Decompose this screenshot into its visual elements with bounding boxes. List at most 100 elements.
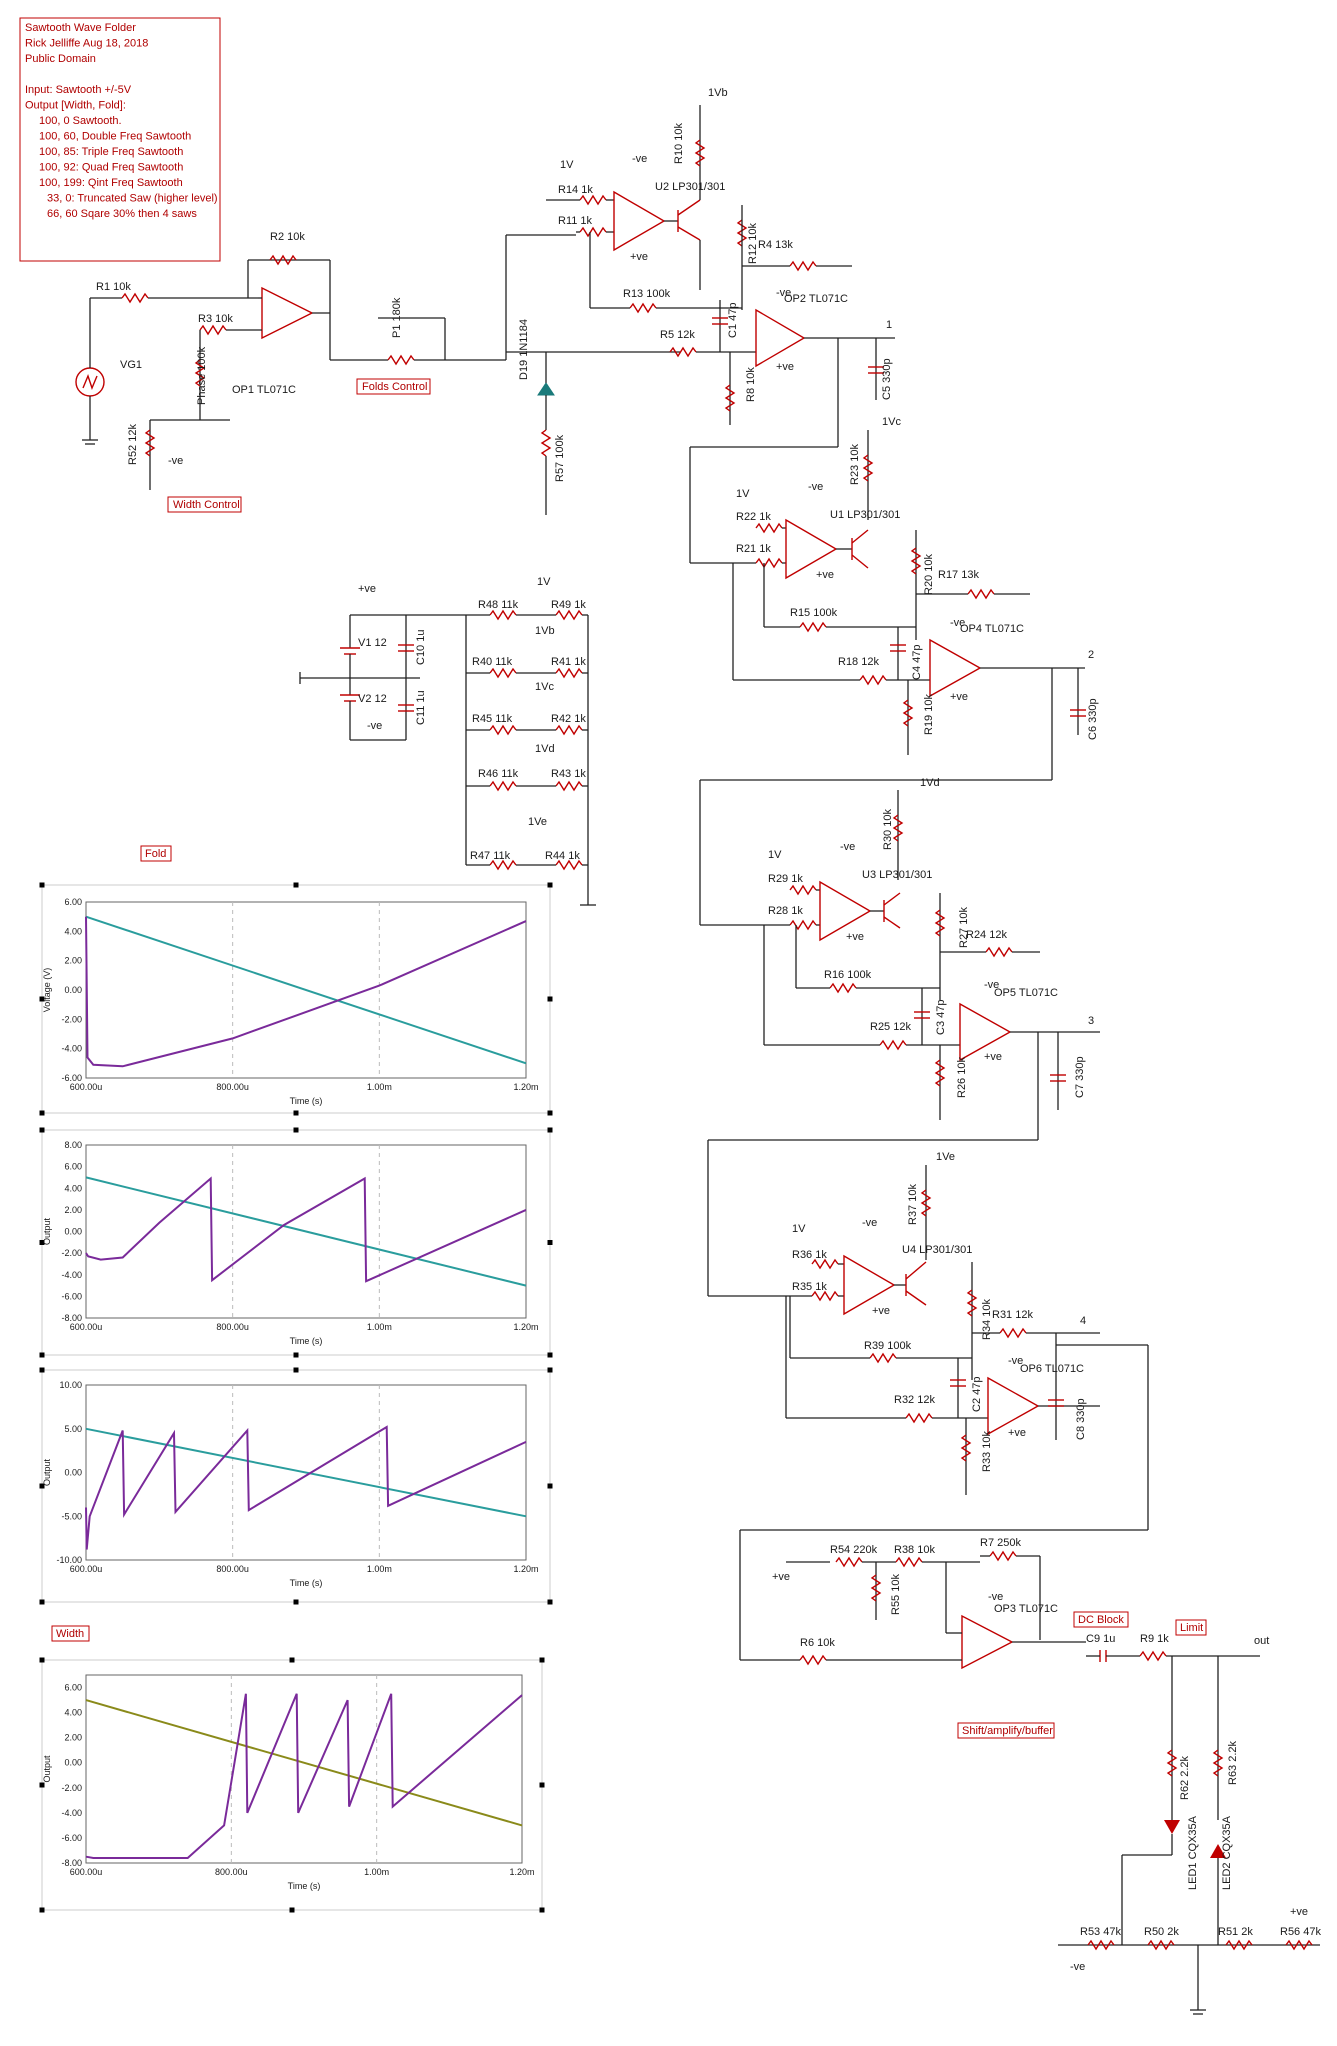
resize-handle[interactable]	[293, 1367, 299, 1373]
resize-handle[interactable]	[39, 996, 45, 1002]
resize-handle[interactable]	[39, 1127, 45, 1133]
opamp-op5	[959, 1002, 1012, 1062]
phase-label: Phase 100k	[196, 346, 208, 405]
resize-handle[interactable]	[293, 1352, 299, 1358]
resize-handle[interactable]	[547, 1127, 553, 1133]
r36-label: R36 1k	[792, 1249, 827, 1261]
r37-label: R37 10k	[907, 1184, 919, 1225]
notes-line: Public Domain	[25, 53, 96, 65]
r47-label: R47 11k	[470, 850, 511, 862]
ladder-1ve: 1Ve	[528, 816, 547, 828]
r48-label: R48 11k	[478, 599, 519, 611]
r50-label: R50 2k	[1144, 1926, 1179, 1938]
x-tick-label: 1.20m	[513, 1082, 538, 1092]
r28-label: R28 1k	[768, 905, 803, 917]
resize-handle[interactable]	[39, 1907, 45, 1913]
c8-label: C8 330p	[1075, 1398, 1087, 1440]
c5-label: C5 330p	[881, 358, 893, 400]
c6-label: C6 330p	[1087, 698, 1099, 740]
resize-handle[interactable]	[39, 1240, 45, 1245]
resize-handle[interactable]	[547, 996, 553, 1002]
series-line	[85, 1693, 523, 1859]
x-axis-label: Time (s)	[290, 1578, 323, 1588]
rail-1ve: 1Ve	[936, 1151, 955, 1163]
resize-handle[interactable]	[289, 1907, 295, 1913]
y-tick-label: -6.00	[61, 1073, 82, 1083]
y-tick-label: -6.00	[61, 1833, 82, 1843]
r31-label: R31 12k	[992, 1309, 1033, 1321]
r46-label: R46 11k	[478, 768, 519, 780]
r8-label: R8 10k	[745, 367, 757, 402]
rail-pos-6: +ve	[846, 931, 864, 943]
y-tick-label: 5.00	[64, 1424, 82, 1434]
resize-handle[interactable]	[547, 1367, 553, 1373]
resize-handle[interactable]	[547, 1240, 553, 1245]
x-tick-label: 800.00u	[216, 1082, 249, 1092]
x-tick-label: 600.00u	[70, 1082, 103, 1092]
y-tick-label: 4.00	[64, 1183, 82, 1193]
width-label: Width	[56, 1628, 84, 1640]
resize-handle[interactable]	[547, 1352, 553, 1358]
ladder-1vd: 1Vd	[535, 743, 555, 755]
r21-label: R21 1k	[736, 543, 771, 555]
y-axis-label: Output	[42, 1458, 52, 1486]
x-tick-label: 1.00m	[367, 1082, 392, 1092]
r38-label: R38 10k	[894, 1544, 935, 1556]
resize-handle[interactable]	[39, 1367, 45, 1373]
opamp-op4	[929, 638, 982, 698]
resize-handle[interactable]	[289, 1657, 295, 1663]
r29-label: R29 1k	[768, 873, 803, 885]
resize-handle[interactable]	[39, 1483, 45, 1489]
resize-handle[interactable]	[39, 882, 45, 888]
x-tick-label: 600.00u	[70, 1564, 103, 1574]
resize-handle[interactable]	[39, 1352, 45, 1358]
resize-handle[interactable]	[293, 1127, 299, 1133]
r62-label: R62 2.2k	[1179, 1755, 1191, 1800]
resize-handle[interactable]	[39, 1110, 45, 1116]
resize-handle[interactable]	[547, 1599, 553, 1605]
rail-pos-2: +ve	[630, 251, 648, 263]
y-axis-label: Output	[42, 1755, 52, 1783]
fold-stage-1: 1V R14 1k R11 1k -ve +ve U2 LP301/301 1V…	[546, 87, 895, 563]
resize-handle[interactable]	[293, 1599, 299, 1605]
r12-label: R12 10k	[747, 223, 759, 264]
resize-handle[interactable]	[539, 1782, 545, 1788]
y-axis-label: Output	[42, 1217, 52, 1245]
resize-handle[interactable]	[547, 882, 553, 888]
x-tick-label: 800.00u	[215, 1867, 248, 1877]
resize-handle[interactable]	[293, 1110, 299, 1116]
r11-label: R11 1k	[558, 215, 593, 227]
notes-line: 100, 199: Qint Freq Sawtooth	[39, 177, 183, 189]
op5-label: OP5 TL071C	[994, 987, 1058, 999]
resize-handle[interactable]	[539, 1657, 545, 1663]
u1-label: U1 LP301/301	[830, 509, 900, 521]
width-control-label: Width Control	[173, 499, 240, 511]
resize-handle[interactable]	[39, 1599, 45, 1605]
resize-handle[interactable]	[547, 1110, 553, 1116]
r45-label: R45 11k	[472, 713, 513, 725]
r27-label: R27 10k	[958, 907, 970, 948]
resize-handle[interactable]	[547, 1483, 553, 1489]
y-tick-label: 0.00	[64, 1758, 82, 1768]
x-tick-label: 1.20m	[513, 1564, 538, 1574]
r7-label: R7 250k	[980, 1537, 1021, 1549]
x-tick-label: 800.00u	[216, 1564, 249, 1574]
resize-handle[interactable]	[39, 1657, 45, 1663]
rail-pos-7: +ve	[984, 1051, 1002, 1063]
fold-label: Fold	[145, 848, 166, 860]
shift-amplify-buffer-label: Shift/amplify/buffer	[962, 1725, 1053, 1737]
y-tick-label: -2.00	[61, 1783, 82, 1793]
series-line	[85, 1425, 527, 1550]
resize-handle[interactable]	[539, 1907, 545, 1913]
resize-handle[interactable]	[293, 882, 299, 888]
r1-label: R1 10k	[96, 281, 131, 293]
resize-handle[interactable]	[39, 1782, 45, 1788]
series-line	[85, 1427, 527, 1518]
r13-label: R13 100k	[623, 288, 671, 300]
y-tick-label: 4.00	[64, 926, 82, 936]
y-tick-label: -4.00	[61, 1044, 82, 1054]
led2-icon	[1210, 1844, 1226, 1858]
r18-label: R18 12k	[838, 656, 879, 668]
